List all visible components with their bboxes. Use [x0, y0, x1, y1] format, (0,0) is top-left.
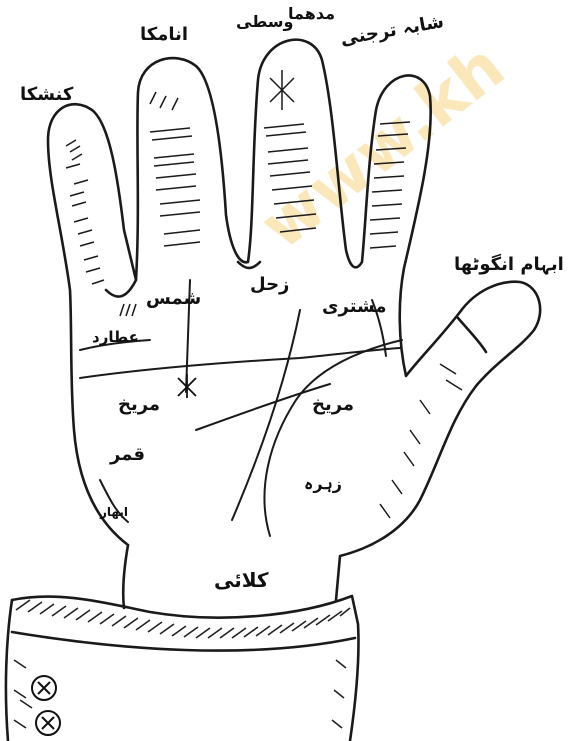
label-moon: قمر — [110, 446, 145, 464]
label-lower-moon: ابھار — [100, 506, 128, 518]
label-middle-finger-a: وسطی — [236, 14, 293, 30]
heart-line — [80, 348, 400, 378]
fate-line — [232, 310, 300, 520]
label-ring-finger: انامکا — [140, 26, 188, 44]
cufflink-buttons — [32, 676, 60, 735]
label-mercury: عطارد — [92, 330, 139, 345]
label-wrist: کلائی — [214, 570, 269, 590]
label-middle-finger-b: مدھما — [288, 6, 335, 22]
label-saturn: زحل — [250, 276, 289, 294]
label-venus: زہرہ — [304, 476, 342, 492]
label-sun: شمس — [146, 290, 201, 308]
label-mars-outer: مریخ — [312, 396, 354, 414]
label-little-finger: کنشکا — [20, 86, 73, 104]
label-mars-inner: مریخ — [118, 396, 160, 414]
label-jupiter: مشتری — [322, 298, 387, 316]
label-thumb: ابہام انگوٹھا — [454, 256, 564, 274]
head-line — [196, 384, 330, 430]
